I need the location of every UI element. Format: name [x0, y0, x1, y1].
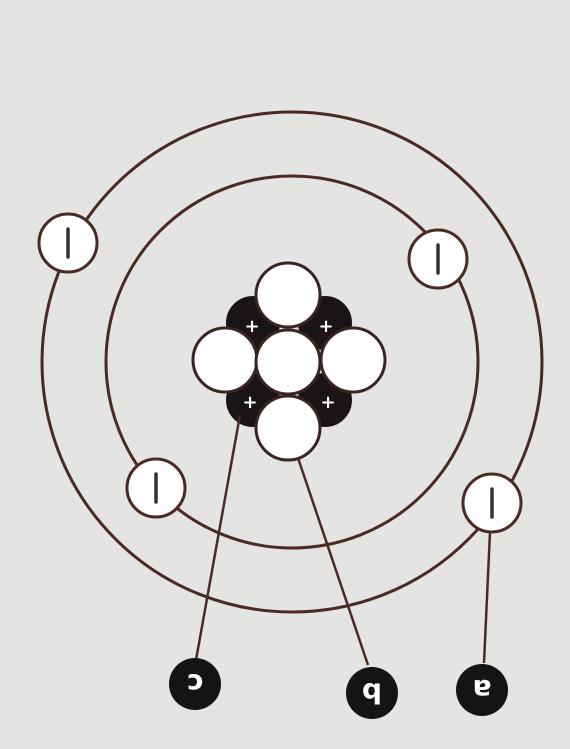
electron-inner-left — [125, 457, 187, 519]
proton-symbol: + — [320, 392, 335, 413]
leader-line-a — [482, 531, 492, 664]
electron-outer-left — [37, 212, 99, 274]
neutron — [319, 326, 387, 394]
label-b: b — [346, 667, 398, 719]
electron-outer-right — [461, 472, 523, 534]
neutron — [254, 394, 322, 462]
proton-symbol: + — [242, 392, 257, 413]
outer-electron-shell — [40, 110, 544, 614]
leader-line-c — [194, 414, 242, 661]
inner-electron-shell — [104, 174, 480, 550]
label-c-text: c — [187, 668, 204, 701]
proton-symbol: + — [244, 316, 259, 337]
neutron — [254, 261, 322, 329]
label-a-text: a — [473, 674, 492, 707]
electron-inner-right — [407, 228, 469, 290]
nucleus: + + + + — [191, 261, 387, 462]
label-b-text: b — [362, 677, 382, 710]
leader-line-b — [296, 457, 370, 666]
label-c: c — [169, 658, 221, 710]
neutron — [254, 328, 322, 396]
label-a: a — [456, 664, 508, 716]
proton-symbol: + — [318, 316, 333, 337]
neutron — [191, 326, 259, 394]
